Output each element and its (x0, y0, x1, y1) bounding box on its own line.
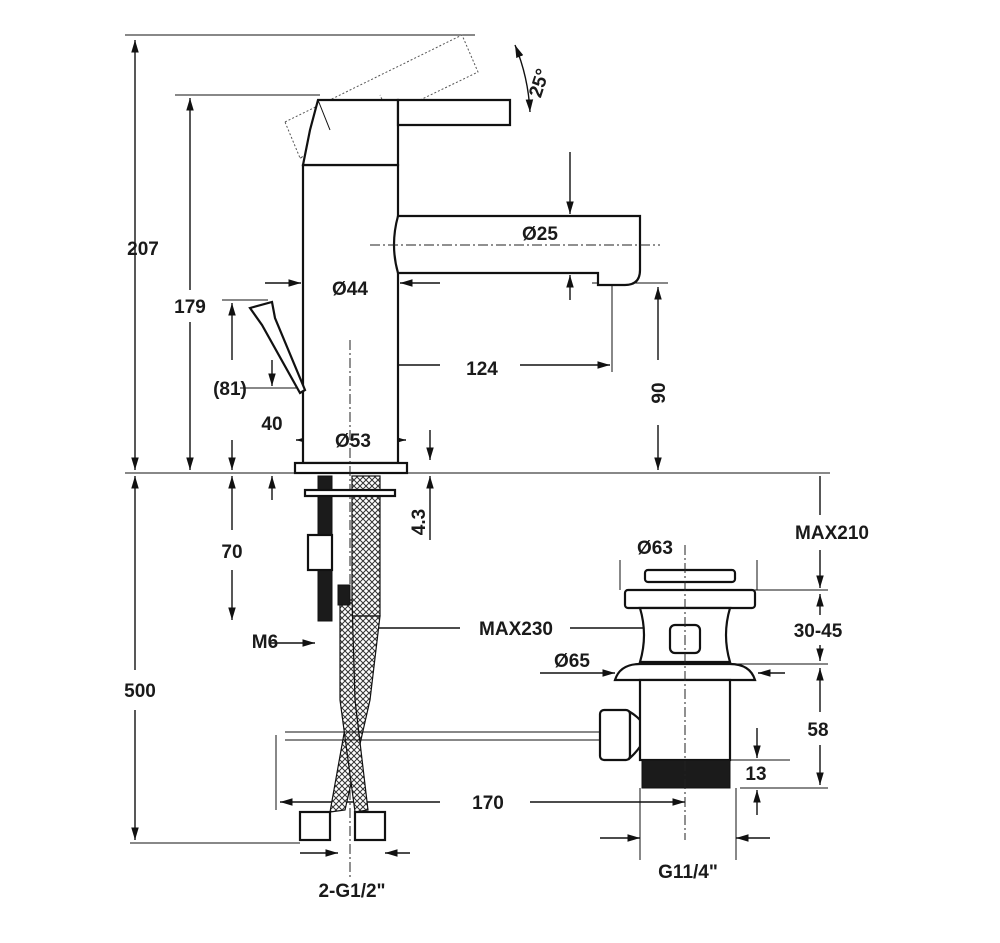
label-max-deck-tap: MAX230 (479, 619, 553, 640)
label-spout-height: 179 (174, 297, 206, 318)
supply-hoses (298, 475, 397, 842)
label-waste-height: 58 (807, 720, 828, 741)
label-thread-length: 13 (745, 764, 766, 785)
faucet-body (248, 34, 660, 880)
label-stud-thread: M6 (252, 632, 278, 653)
reference-lines (125, 34, 830, 844)
popup-waste (285, 545, 758, 860)
label-base-thickness: 4.3 (409, 509, 430, 535)
label-rod-length: 170 (472, 793, 504, 814)
label-hose-thread: 2-G1/2" (318, 881, 385, 902)
label-waste-thread: G11/4" (658, 862, 718, 883)
label-spout-diameter: Ø25 (522, 224, 558, 245)
label-max-deck-waste: MAX210 (795, 523, 869, 544)
dimension-labels: 25° 207 179 Ø25 Ø44 124 90 (81) 40 Ø53 4… (124, 66, 869, 902)
label-total-height: 207 (127, 239, 159, 260)
label-deck-range: 30-45 (794, 621, 843, 642)
label-body-diameter: Ø44 (332, 279, 368, 300)
label-flange-diameter: Ø65 (554, 651, 590, 672)
label-angle: 25° (525, 66, 554, 100)
label-hose-length: 500 (124, 681, 156, 702)
label-reach: 124 (466, 359, 498, 380)
label-rod-base: 40 (261, 414, 282, 435)
label-stud-length: 70 (221, 542, 242, 563)
label-rod-height: (81) (213, 379, 247, 400)
label-outlet-height: 90 (649, 382, 670, 403)
label-base-diameter: Ø53 (335, 431, 371, 452)
label-plug-diameter: Ø63 (637, 538, 673, 559)
